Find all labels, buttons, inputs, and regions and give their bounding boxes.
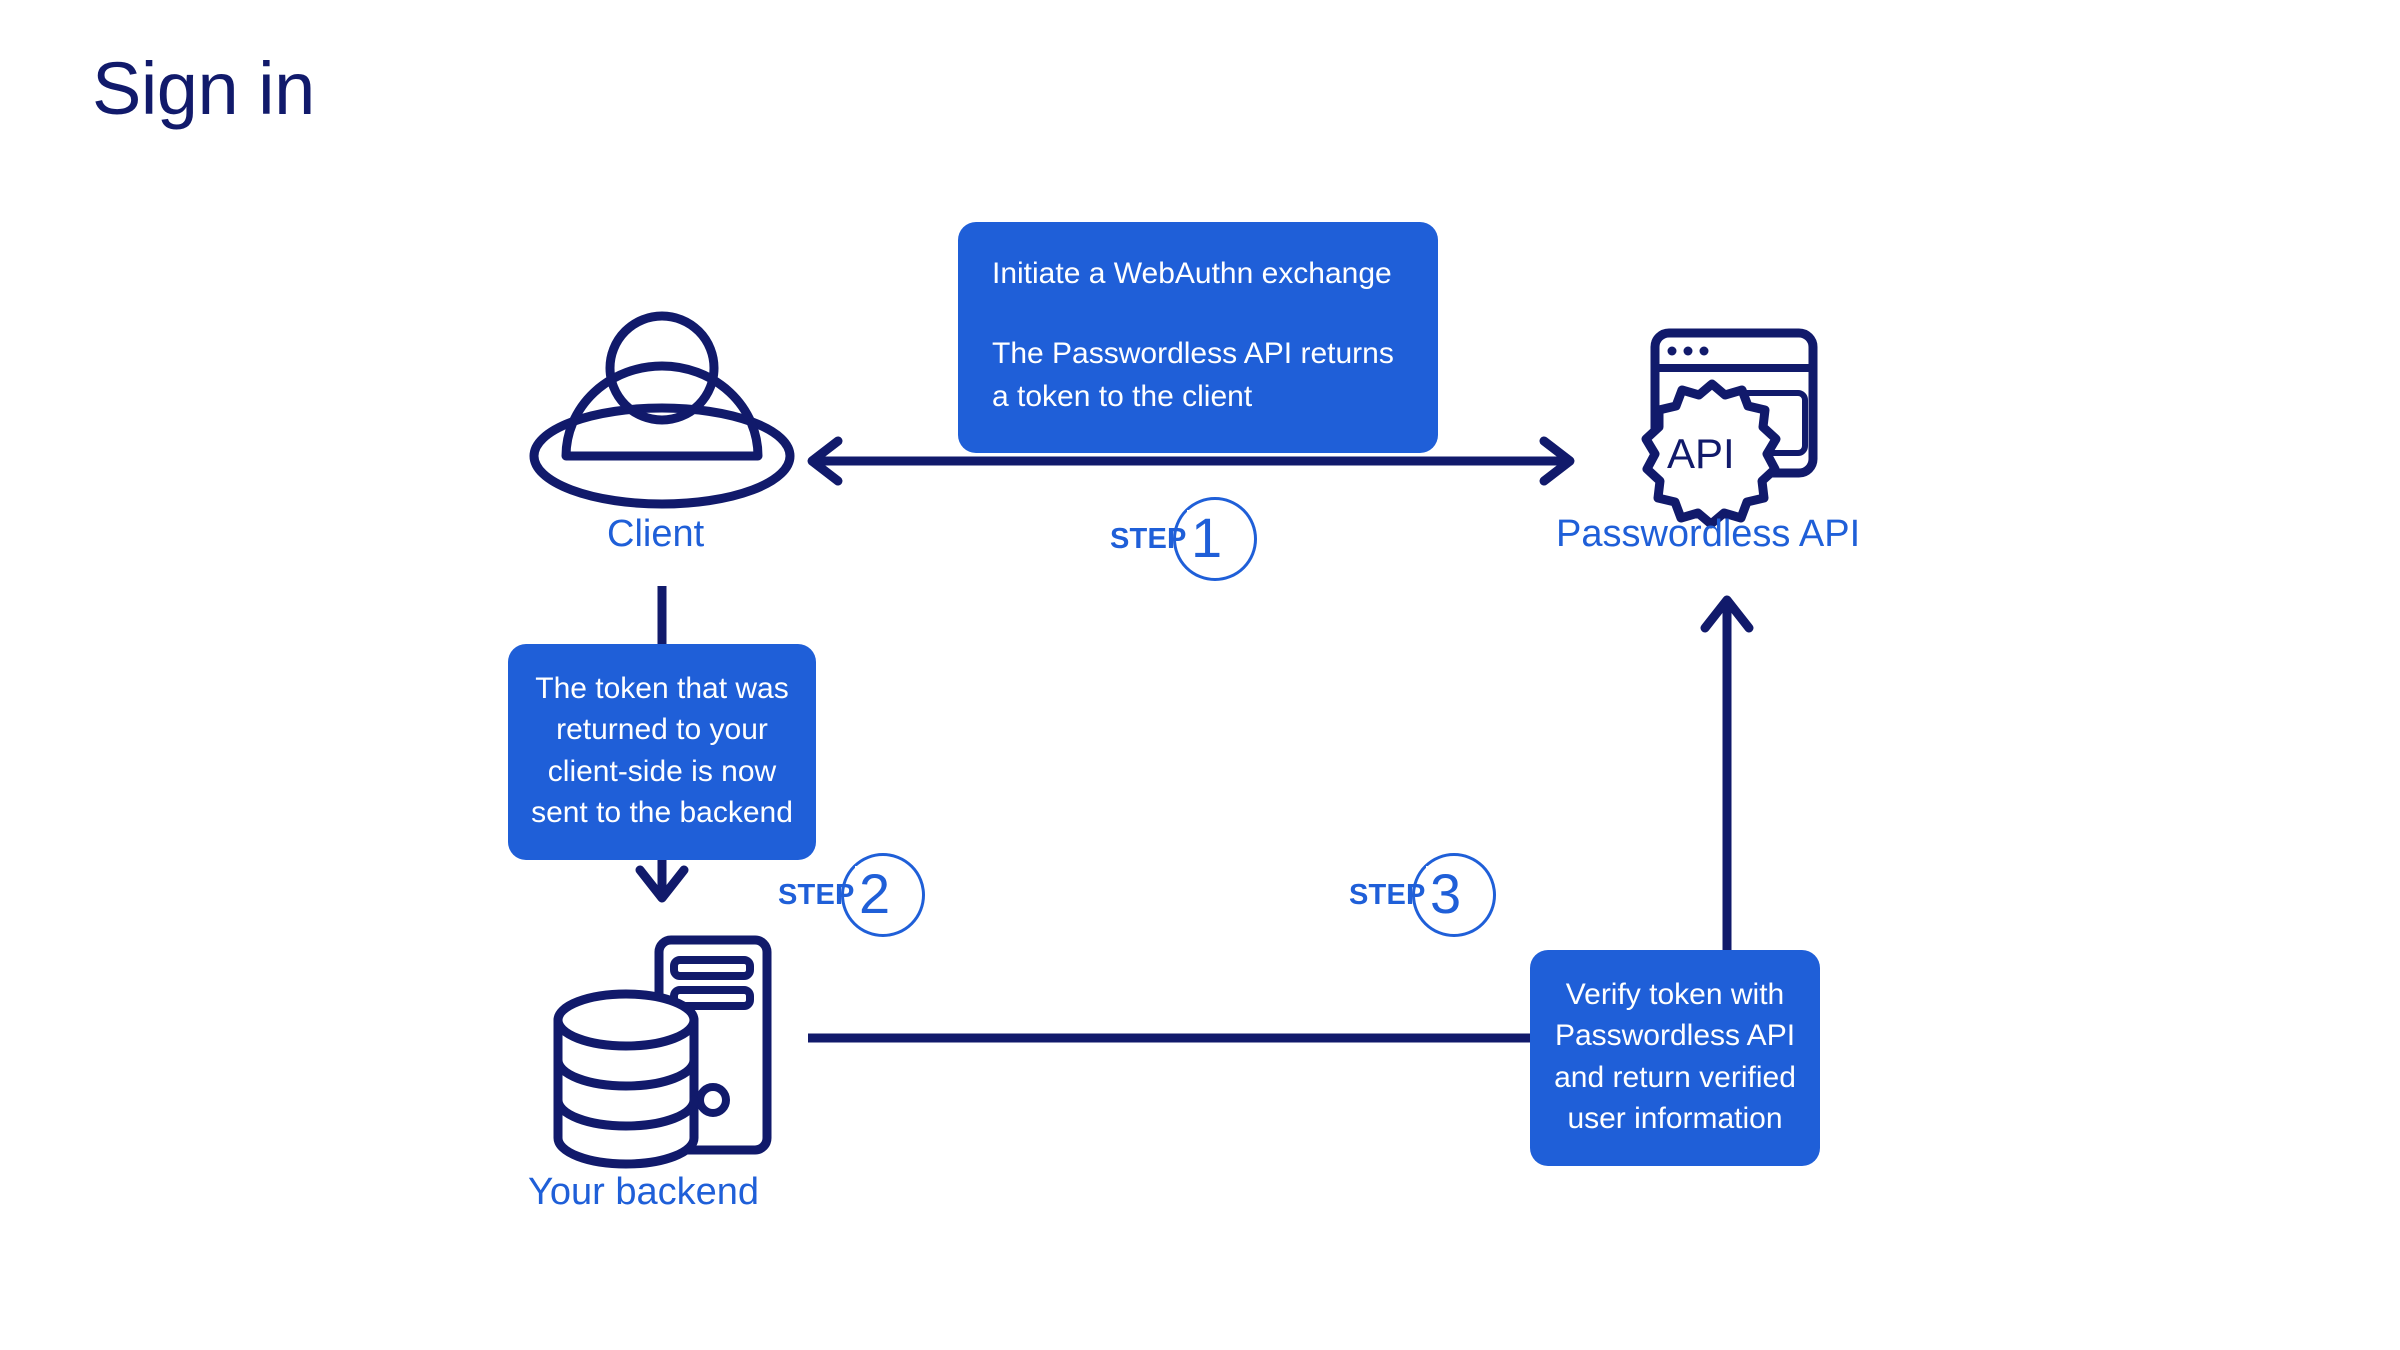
step-1-number: 1 xyxy=(1186,510,1227,566)
node-label-passwordless-api: Passwordless API xyxy=(1556,513,1861,555)
connector-verify-to-api xyxy=(1700,595,1754,960)
node-label-client: Client xyxy=(607,513,705,555)
step-badge-2: STEP 2 xyxy=(778,853,925,937)
callout-webauthn: Initiate a WebAuthn exchange The Passwor… xyxy=(958,222,1438,453)
step-2-word: STEP xyxy=(778,878,855,911)
callout-webauthn-line-2: The Passwordless API returns a token to … xyxy=(992,336,1394,414)
callout-verify: Verify token with Passwordless API and r… xyxy=(1530,950,1820,1166)
page-title: Sign in xyxy=(92,47,315,130)
callout-webauthn-line-1: Initiate a WebAuthn exchange xyxy=(992,257,1392,290)
step-badge-3: STEP 3 xyxy=(1349,853,1496,937)
step-badge-1: STEP 1 xyxy=(1110,497,1257,581)
api-gear-label: API xyxy=(1667,430,1735,477)
server-database-icon xyxy=(553,935,772,1169)
api-gear-terminal-icon: API xyxy=(1641,328,1818,529)
step-1-word: STEP xyxy=(1110,522,1187,555)
step-3-number: 3 xyxy=(1425,866,1466,922)
step-3-word: STEP xyxy=(1349,878,1426,911)
step-1-circle: 1 xyxy=(1172,497,1257,581)
step-2-circle: 2 xyxy=(840,853,925,937)
step-2-number: 2 xyxy=(854,866,895,922)
connector-client-to-api xyxy=(807,436,1575,486)
window-dots-icon xyxy=(1667,346,1709,356)
node-label-your-backend: Your backend xyxy=(528,1171,760,1213)
step-3-circle: 3 xyxy=(1411,853,1496,937)
person-icon xyxy=(529,311,795,509)
callout-token: The token that was returned to your clie… xyxy=(508,644,816,860)
